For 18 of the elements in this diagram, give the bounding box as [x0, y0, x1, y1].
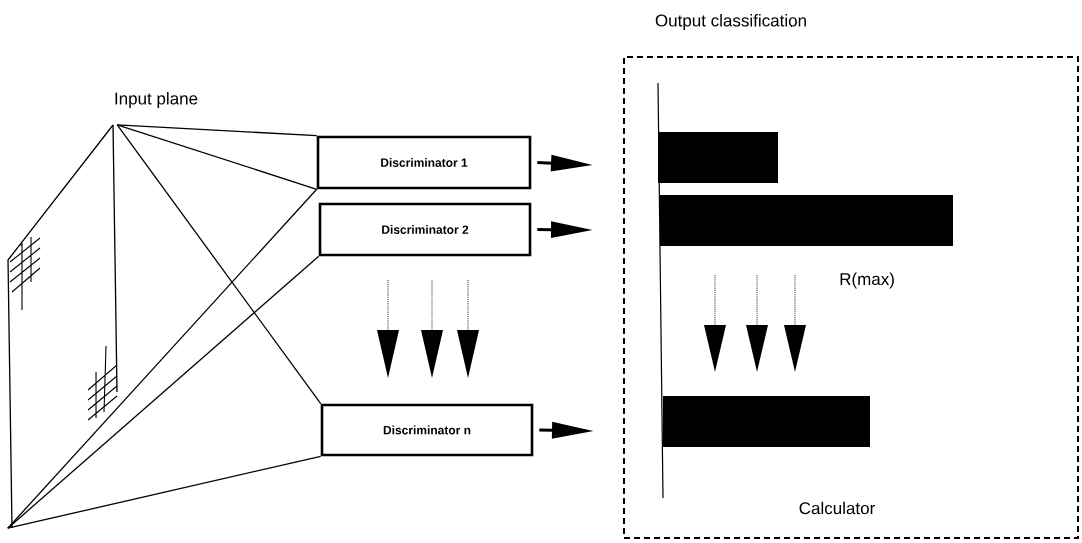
- bar-label: R(max): [840, 272, 894, 289]
- input-plane-drawing: [7, 124, 118, 529]
- bar: [660, 195, 953, 246]
- box-label: Calculator: [799, 501, 875, 515]
- connector-line: [116, 124, 318, 190]
- bar: [658, 132, 778, 183]
- heading: Input plane: [115, 92, 198, 108]
- connector-line: [7, 455, 322, 529]
- discriminator-box: Discriminator 2: [318, 202, 532, 257]
- discriminator-box: Discriminator n: [320, 403, 534, 457]
- connector-line: [7, 188, 318, 529]
- connector-line: [116, 124, 322, 405]
- heading: Output classification: [655, 14, 806, 30]
- bar: [663, 396, 870, 447]
- connector-line: [116, 124, 318, 137]
- dashed-box: [623, 56, 1079, 539]
- discriminator-box: Discriminator 1: [316, 135, 532, 190]
- connector-line: [7, 255, 320, 529]
